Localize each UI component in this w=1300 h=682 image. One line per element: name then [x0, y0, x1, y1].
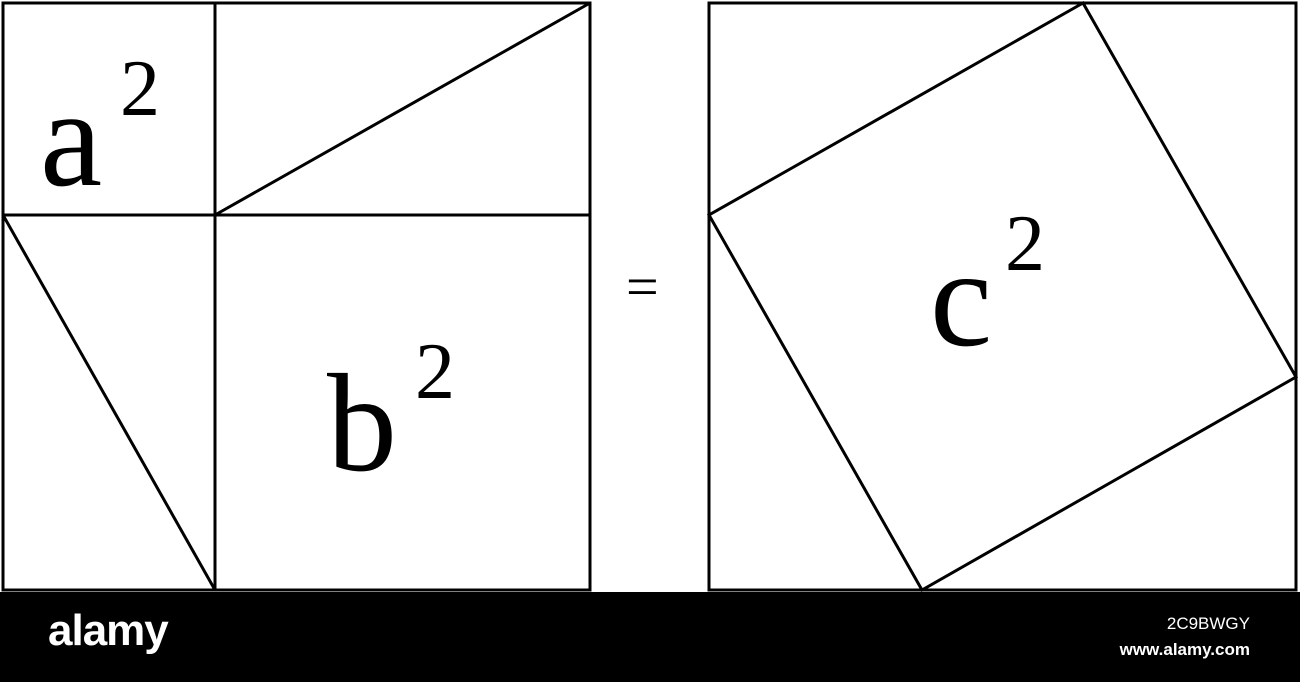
right-square-outline: [707, 1, 1298, 592]
brand-url: www.alamy.com: [1119, 640, 1250, 659]
c-squared-tilted-square: [706, 0, 1299, 592]
c-squared-exponent: 2: [1005, 200, 1045, 288]
right-square-group: c 2: [706, 0, 1299, 592]
watermark-footer: alamy 2C9BWGY www.alamy.com: [0, 592, 1300, 682]
a-squared-base: a: [40, 61, 102, 216]
a-squared-exponent: 2: [120, 45, 160, 133]
brand-logo: alamy: [48, 606, 169, 655]
bottom-left-triangle-hypotenuse: [1, 214, 217, 591]
top-right-triangle-hypotenuse: [214, 1, 591, 217]
image-id-label: 2C9BWGY: [1166, 614, 1250, 633]
b-squared-base: b: [327, 346, 397, 501]
pythagorean-diagram: a 2 b 2 = c 2: [1, 0, 1299, 592]
c-squared-base: c: [930, 221, 992, 376]
left-square-group: a 2 b 2: [1, 1, 592, 592]
b-squared-exponent: 2: [415, 328, 455, 416]
left-square-outline: [1, 1, 592, 592]
equals-sign: =: [626, 254, 659, 319]
